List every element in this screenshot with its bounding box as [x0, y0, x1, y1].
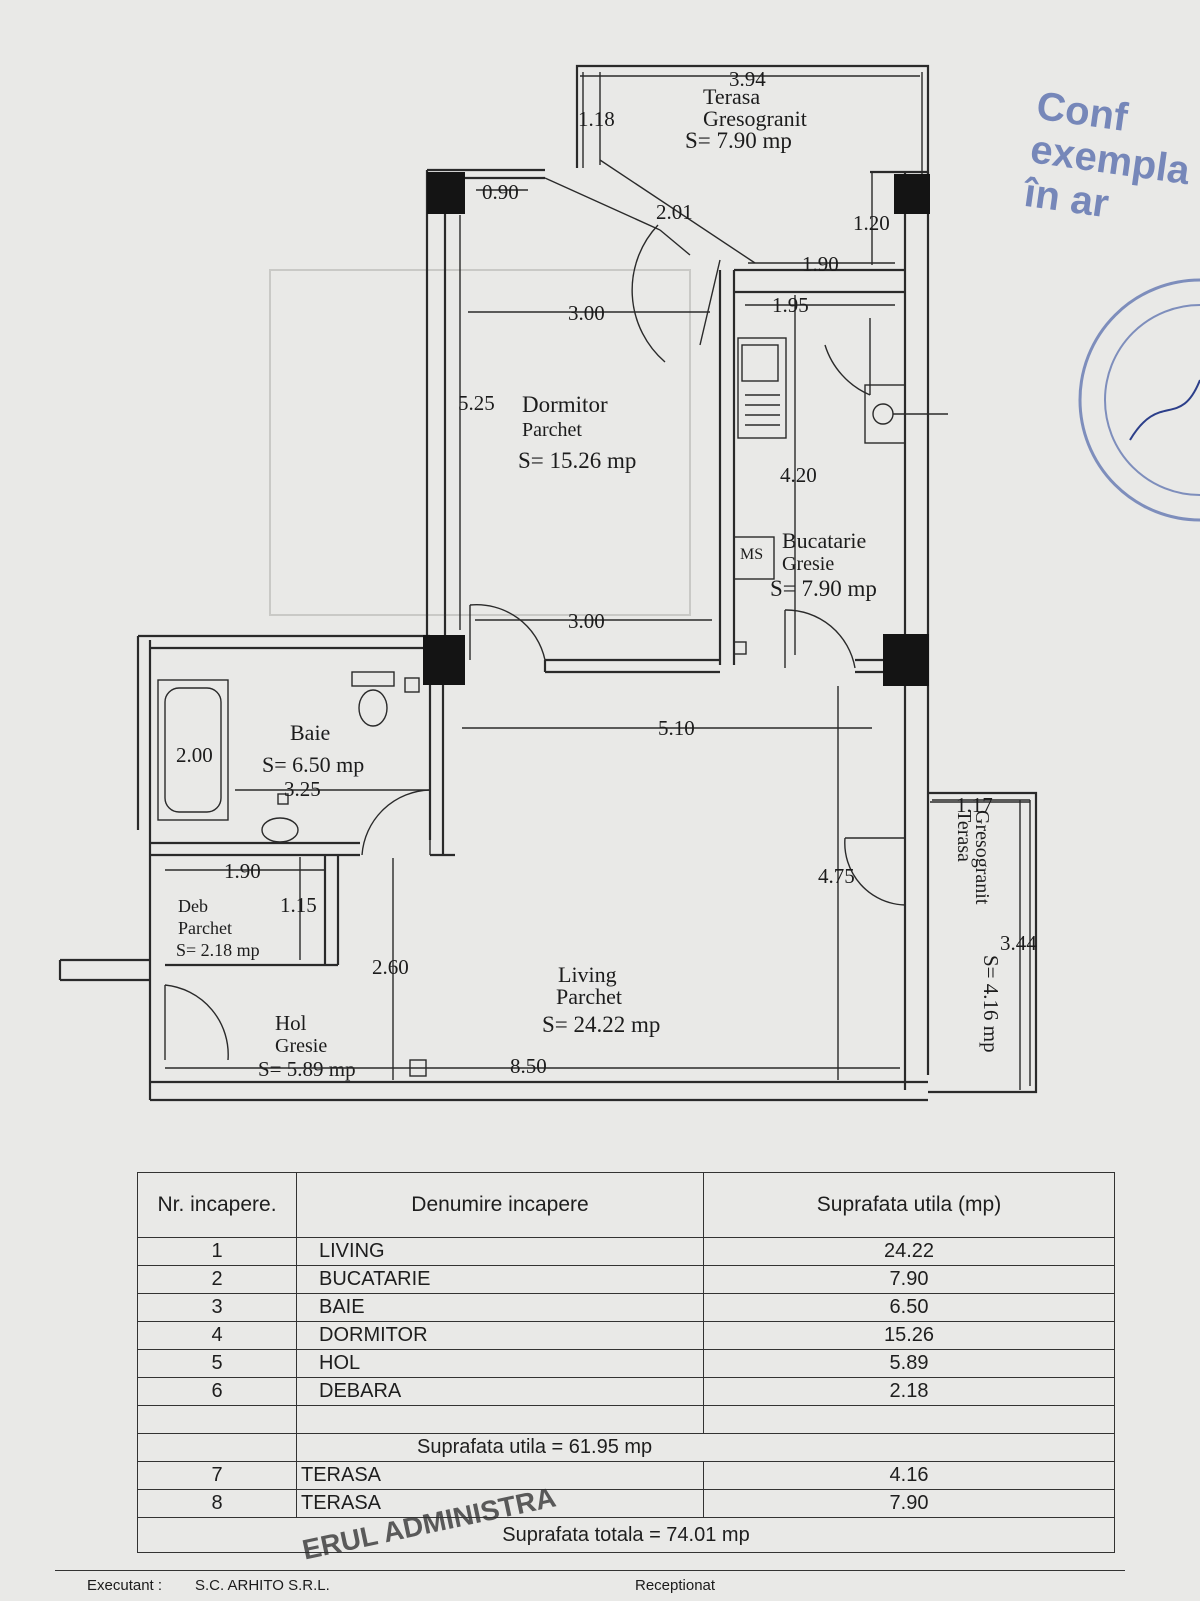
boiler-icon: [864, 384, 948, 444]
svg-text:1.15: 1.15: [280, 893, 317, 917]
svg-text:3.00: 3.00: [568, 301, 605, 325]
svg-text:Parchet: Parchet: [522, 419, 582, 441]
room-label-baie: Baie S= 6.50 mp: [262, 720, 364, 777]
svg-text:Gresogranit: Gresogranit: [971, 810, 993, 905]
svg-text:3.44: 3.44: [1000, 931, 1037, 955]
svg-text:S= 15.26 mp: S= 15.26 mp: [518, 448, 636, 473]
bathtub-icon: [157, 679, 229, 821]
terrace-top-outline: [575, 64, 930, 185]
svg-text:Gresie: Gresie: [782, 553, 834, 575]
svg-text:Parchet: Parchet: [556, 984, 622, 1009]
header-name: Denumire incapere: [296, 1172, 704, 1238]
svg-text:Gresogranit: Gresogranit: [703, 106, 807, 131]
svg-text:S= 7.90 mp: S= 7.90 mp: [770, 576, 877, 601]
svg-text:1.95: 1.95: [772, 293, 809, 317]
room-label-terasa-top: Terasa Gresogranit S= 7.90 mp: [685, 84, 807, 153]
terrace-right-outline: [904, 791, 1038, 1094]
dimension-labels: 3.94 1.18 0.90 2.01 1.20 1.90 1.95 3.00 …: [176, 67, 1037, 1078]
svg-text:5.25: 5.25: [458, 391, 495, 415]
svg-text:1.18: 1.18: [578, 107, 615, 131]
svg-text:4.20: 4.20: [780, 463, 817, 487]
svg-text:1.20: 1.20: [853, 211, 890, 235]
area-table: Nr. incapere. Denumire incapere Suprafat…: [137, 1172, 1115, 1553]
toilet-icon: [351, 671, 395, 727]
header-nr: Nr. incapere.: [137, 1172, 297, 1238]
svg-text:Gresie: Gresie: [275, 1035, 327, 1057]
svg-text:S= 7.90 mp: S= 7.90 mp: [685, 128, 792, 153]
svg-text:S= 6.50 mp: S= 6.50 mp: [262, 752, 364, 777]
svg-text:Living: Living: [558, 962, 617, 987]
svg-text:Hol: Hol: [275, 1011, 307, 1035]
kitchen-sink-icon: [737, 337, 787, 439]
svg-text:0.90: 0.90: [482, 180, 519, 204]
svg-text:3.94: 3.94: [729, 67, 766, 91]
svg-text:Bucatarie: Bucatarie: [782, 528, 866, 553]
sink-icon: [261, 817, 299, 843]
svg-text:2.60: 2.60: [372, 955, 409, 979]
room-label-deb: Deb Parchet S= 2.18 mp: [176, 896, 260, 960]
svg-text:2.00: 2.00: [176, 743, 213, 767]
footer-row: Executant : S.C. ARHITO S.R.L. Reception…: [55, 1570, 1125, 1601]
svg-text:Deb: Deb: [178, 896, 208, 916]
svg-text:S= 5.89 mp: S= 5.89 mp: [258, 1057, 356, 1081]
svg-text:Terasa: Terasa: [953, 810, 975, 862]
svg-text:2.01: 2.01: [656, 200, 693, 224]
svg-text:Dormitor: Dormitor: [522, 392, 608, 417]
room-label-hol: Hol Gresie S= 5.89 mp: [258, 1011, 356, 1081]
svg-text:Baie: Baie: [290, 720, 330, 745]
svg-text:1.90: 1.90: [802, 252, 839, 276]
svg-text:1.90: 1.90: [224, 859, 261, 883]
svg-text:S= 24.22 mp: S= 24.22 mp: [542, 1012, 660, 1037]
svg-text:S= 4.16 mp: S= 4.16 mp: [979, 955, 1003, 1053]
footer-receptionat: Receptionat: [635, 1577, 716, 1594]
footer-executant: Executant :: [87, 1577, 163, 1594]
svg-text:8.50: 8.50: [510, 1054, 547, 1078]
table-spacer-row: [137, 1405, 1115, 1434]
dimension-lines: [165, 72, 1030, 1090]
vent-icons: [277, 641, 747, 1077]
svg-text:4.75: 4.75: [818, 864, 855, 888]
room-label-terasa-right: Terasa Gresogranit S= 4.16 mp: [953, 810, 1003, 1053]
svg-text:S= 2.18 mp: S= 2.18 mp: [176, 940, 260, 960]
table-header: Nr. incapere. Denumire incapere Suprafat…: [137, 1172, 1115, 1238]
svg-text:3.00: 3.00: [568, 609, 605, 633]
washing-machine-box: [733, 536, 775, 580]
floor-plan: Terasa Gresogranit S= 7.90 mp Dormitor P…: [58, 64, 1038, 1102]
header-area: Suprafata utila (mp): [703, 1172, 1115, 1238]
footer-company: S.C. ARHITO S.R.L.: [195, 1577, 330, 1594]
svg-text:Parchet: Parchet: [178, 918, 232, 938]
svg-text:3.25: 3.25: [284, 777, 321, 801]
apartment-walls: [58, 168, 930, 1102]
room-label-living: Living Parchet S= 24.22 mp: [542, 962, 660, 1037]
door-swings: [164, 177, 906, 1061]
total-row: Suprafata totala = 74.01 mp: [137, 1517, 1115, 1553]
svg-text:MS: MS: [740, 546, 763, 563]
structural-columns: [423, 172, 930, 686]
svg-text:5.10: 5.10: [658, 716, 695, 740]
room-label-bucatarie: Bucatarie Gresie S= 7.90 mp: [770, 528, 877, 601]
ghost-print-outline: [269, 269, 691, 616]
svg-text:1.17: 1.17: [956, 793, 993, 817]
subtotal-row: Suprafata utila = 61.95 mp: [137, 1433, 1115, 1462]
room-label-dormitor: Dormitor Parchet S= 15.26 mp: [518, 392, 636, 473]
svg-text:Terasa: Terasa: [703, 84, 760, 109]
